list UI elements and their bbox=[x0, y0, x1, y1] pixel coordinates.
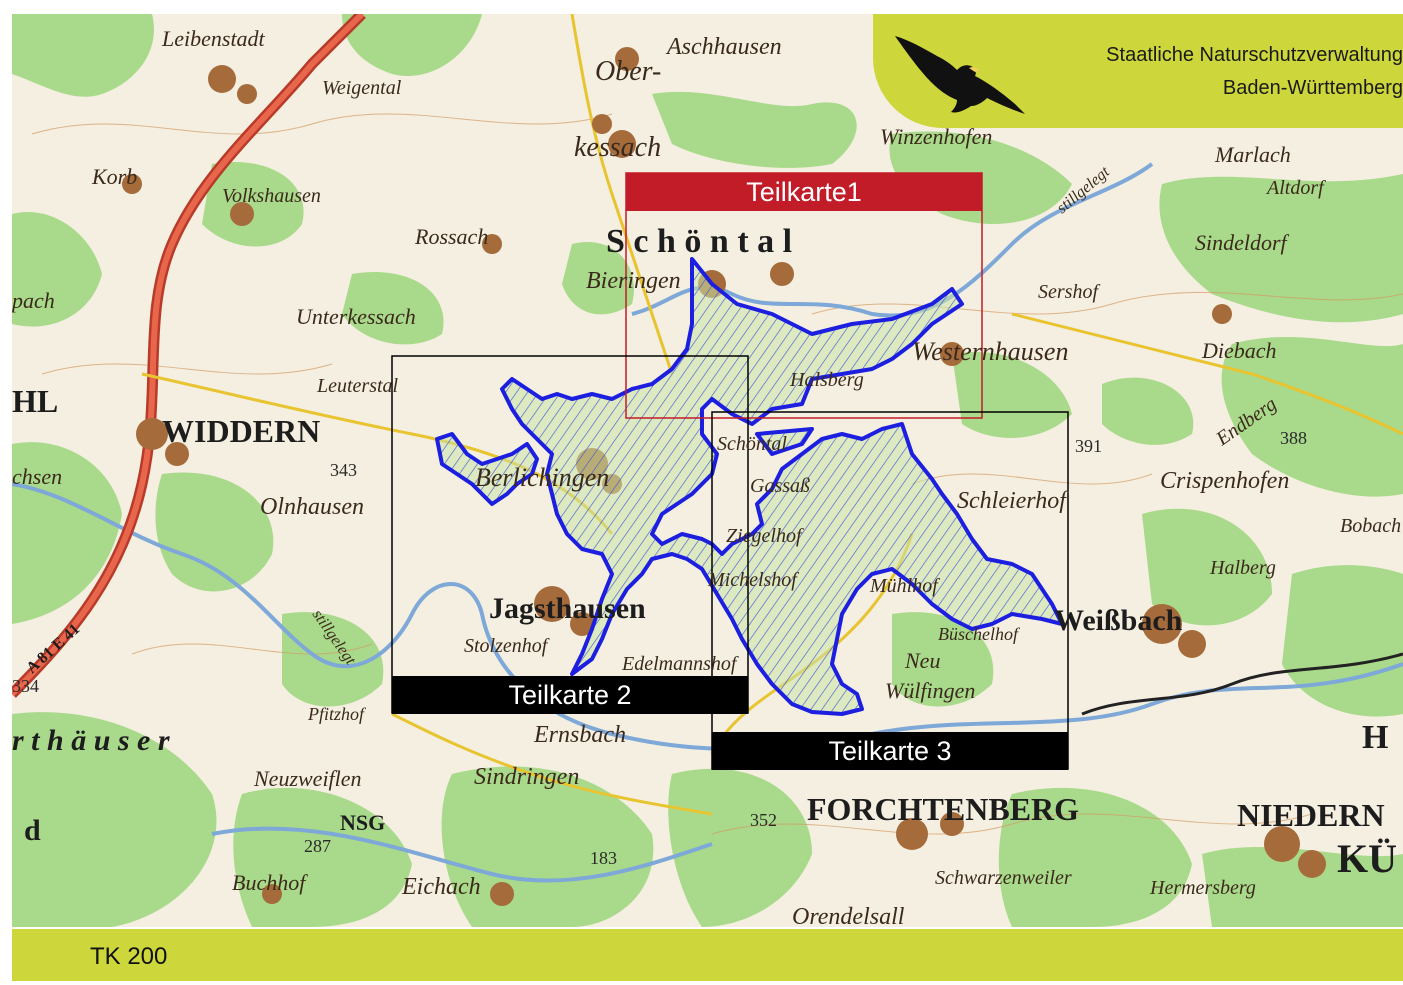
place-leuterstal: Leuterstal bbox=[316, 375, 399, 397]
place-neuzweiflen: Neuzweiflen bbox=[253, 766, 362, 791]
elevation-352: 352 bbox=[750, 810, 777, 830]
map-scale-label: TK 200 bbox=[90, 943, 168, 970]
agency-name-line2: Baden-Württemberg bbox=[1222, 77, 1403, 99]
contour-lines bbox=[31, 113, 1403, 835]
place-buchhof: Buchhof bbox=[232, 870, 308, 895]
place-rossach: Rossach bbox=[414, 224, 488, 249]
place-bobach: Bobach bbox=[1340, 515, 1401, 537]
place-marlach: Marlach bbox=[1214, 142, 1291, 167]
place-hermersberg: Hermersberg bbox=[1149, 877, 1256, 899]
place-kessach: kessach bbox=[574, 132, 661, 163]
place-forchtenberg: FORCHTENBERG bbox=[807, 791, 1079, 827]
place-pach: pach bbox=[12, 288, 55, 313]
place-unterkessach: Unterkessach bbox=[296, 304, 416, 329]
elevation-391: 391 bbox=[1075, 436, 1102, 456]
place-chsen: chsen bbox=[12, 464, 62, 489]
protected-area-boundary bbox=[435, 257, 1064, 716]
place-schwarzenweiler: Schwarzenweiler bbox=[935, 867, 1072, 889]
place-harthaeuser: r t h ä u s e r bbox=[12, 724, 170, 757]
place-winzenhofen: Winzenhofen bbox=[880, 124, 992, 149]
forest-areas bbox=[12, 14, 1403, 927]
place-leibenstadt: Leibenstadt bbox=[161, 26, 266, 51]
place-westernhausen: Westernhausen bbox=[912, 337, 1068, 366]
place-ober: Ober- bbox=[595, 56, 661, 87]
place-pfitzhof: Pfitzhof bbox=[307, 704, 367, 724]
place-olnhausen: Olnhausen bbox=[260, 494, 364, 520]
place-berlichingen: Berlichingen bbox=[475, 463, 609, 492]
subsheet-label-teilkarte1[interactable]: Teilkarte1 bbox=[626, 173, 982, 211]
agency-banner: Staatliche Naturschutzverwaltung Baden-W… bbox=[873, 14, 1403, 128]
place-schoental-small: Schöntal bbox=[717, 433, 787, 455]
place-altdorf: Altdorf bbox=[1265, 177, 1326, 199]
place-crispenhofen: Crispenhofen bbox=[1160, 468, 1289, 494]
subsheet-label-teilkarte3[interactable]: Teilkarte 3 bbox=[712, 732, 1068, 770]
place-edelmannshof: Edelmannshof bbox=[621, 653, 739, 675]
place-jagsthausen: Jagsthausen bbox=[489, 592, 646, 625]
place-ziegelhof: Ziegelhof bbox=[726, 525, 804, 547]
place-neu: Neu bbox=[904, 648, 940, 673]
place-eichach: Eichach bbox=[401, 874, 481, 900]
elevation-183: 183 bbox=[590, 848, 617, 868]
motorway-a81 bbox=[12, 14, 366, 698]
place-korb: Korb bbox=[91, 164, 137, 189]
place-bieringen: Bieringen bbox=[586, 268, 681, 294]
place-h-right: H bbox=[1362, 719, 1388, 756]
elevation-343: 343 bbox=[330, 460, 357, 480]
footer-bar: TK 200 bbox=[12, 929, 1403, 981]
place-sindringen: Sindringen bbox=[474, 764, 579, 790]
place-sindeldorf: Sindeldorf bbox=[1195, 230, 1290, 255]
place-widdern: WIDDERN bbox=[162, 413, 320, 449]
place-wuelfingen: Wülfingen bbox=[885, 678, 975, 703]
place-halberg: Halberg bbox=[1209, 557, 1276, 579]
place-weigental: Weigental bbox=[322, 77, 402, 99]
place-ernsbach: Ernsbach bbox=[533, 722, 626, 748]
place-sershof: Sershof bbox=[1038, 281, 1100, 303]
place-volkshausen: Volkshausen bbox=[222, 185, 321, 207]
subsheet-label-teilkarte2[interactable]: Teilkarte 2 bbox=[392, 676, 748, 714]
place-nsg: NSG bbox=[340, 810, 385, 835]
place-halsberg: Halsberg bbox=[789, 369, 864, 391]
place-niedern: NIEDERN bbox=[1237, 797, 1385, 833]
place-weissbach: Weißbach bbox=[1054, 604, 1183, 637]
topographic-map[interactable]: Leibenstadt Weigental Aschhausen Ober- k… bbox=[12, 14, 1403, 927]
place-michelshof: Michelshof bbox=[707, 569, 799, 591]
eagle-icon bbox=[895, 36, 1025, 114]
place-diebach: Diebach bbox=[1201, 338, 1277, 363]
elevation-334: 334 bbox=[12, 676, 39, 696]
place-schoental: S c h ö n t a l bbox=[606, 223, 792, 260]
railway-line bbox=[1081, 652, 1403, 716]
place-orendelsall: Orendelsall bbox=[792, 904, 905, 927]
place-muehlhof: Mühlhof bbox=[869, 575, 940, 597]
place-stolzenhof: Stolzenhof bbox=[464, 635, 550, 657]
elevation-287: 287 bbox=[304, 836, 331, 856]
elevation-388: 388 bbox=[1280, 428, 1307, 448]
place-aschhausen: Aschhausen bbox=[665, 34, 782, 60]
place-bueschelhof: Büschelhof bbox=[938, 624, 1021, 644]
agency-name-line1: Staatliche Naturschutzverwaltung bbox=[1106, 44, 1403, 66]
map-canvas: Leibenstadt Weigental Aschhausen Ober- k… bbox=[12, 14, 1403, 927]
place-gassass: Gassaß bbox=[750, 475, 810, 497]
place-hl: HL bbox=[12, 383, 58, 419]
place-schleierhof: Schleierhof bbox=[957, 488, 1069, 514]
place-d-left: d bbox=[24, 814, 41, 847]
place-kue: KÜ bbox=[1337, 836, 1397, 881]
